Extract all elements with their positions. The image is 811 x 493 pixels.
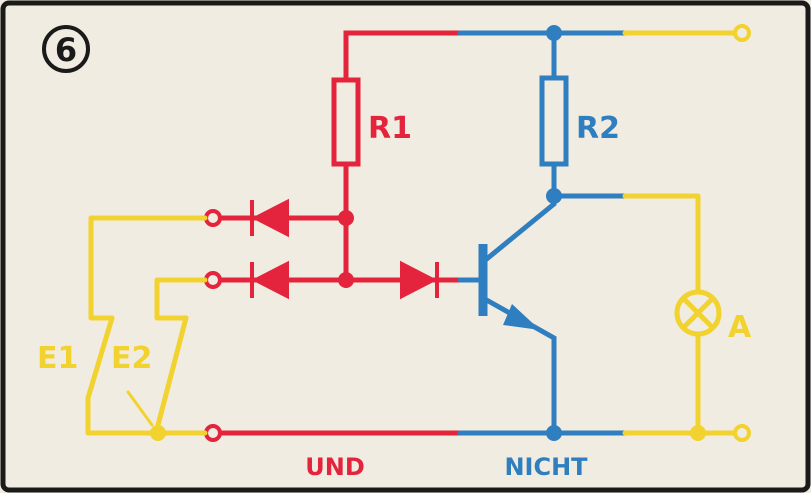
e1-upper-wire: [88, 215, 208, 321]
transistor-emitter: [480, 295, 557, 436]
junction-r1-d2: [338, 272, 354, 288]
junction-emitter-ground: [546, 425, 562, 441]
e1-label: E1: [37, 341, 78, 376]
lamp-label: A: [728, 310, 752, 345]
diode-d1: [250, 198, 289, 238]
input-terminal-2: [204, 271, 222, 289]
red-top-rail: [343, 30, 463, 83]
figure-number-badge: 6: [42, 25, 90, 73]
junction-lamp-ground: [690, 425, 706, 441]
lamp-a: [674, 289, 722, 337]
figure-number: 6: [55, 31, 77, 69]
lamp-upper-wire: [622, 193, 701, 295]
junction-top-r2: [546, 25, 562, 41]
nicht-label: NICHT: [504, 453, 588, 481]
e2-upper-wire: [154, 277, 208, 321]
switch-e1-lever: [85, 315, 115, 401]
switch-e2-lever: [155, 315, 189, 428]
junction-r1-d1: [338, 210, 354, 226]
output-terminal-bottom: [733, 424, 751, 442]
yellow-wiring: [85, 30, 739, 436]
r2-label: R2: [576, 111, 620, 146]
e2-pointer: [126, 390, 154, 427]
junction-switch-ground: [150, 425, 166, 441]
diode-d2: [250, 260, 289, 300]
und-label: UND: [305, 453, 365, 481]
ground-terminal: [204, 424, 222, 442]
diode-d3: [400, 260, 439, 300]
output-terminal-top: [733, 24, 751, 42]
e2-label: E2: [111, 341, 152, 376]
r1-label: R1: [368, 111, 412, 146]
input-terminal-1: [204, 209, 222, 227]
emitter-arrow: [503, 304, 540, 330]
junction-collector: [546, 188, 562, 204]
